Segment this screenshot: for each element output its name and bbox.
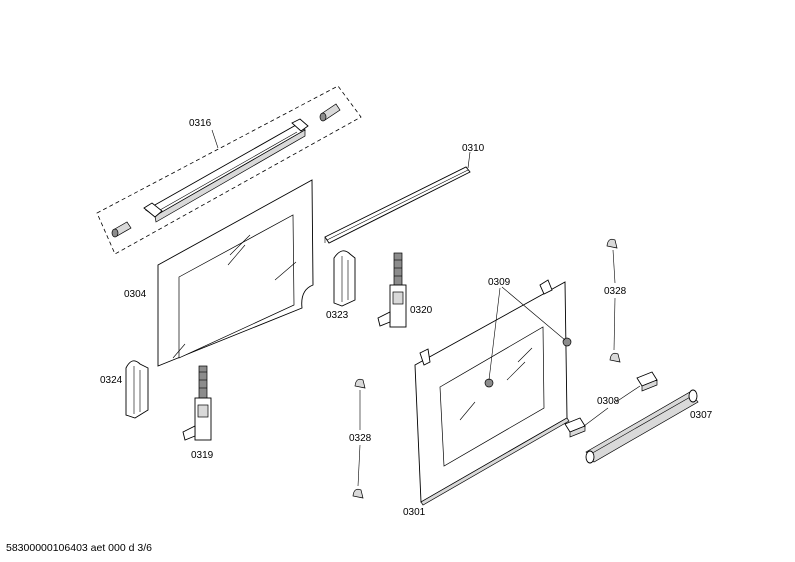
- leader-0309-a: [488, 287, 501, 381]
- outer-door-0301: [414, 279, 572, 506]
- label-0319: 0319: [191, 450, 214, 461]
- label-0324: 0324: [100, 375, 123, 386]
- label-0308: 0308: [597, 396, 620, 407]
- leader-0309-b: [501, 286, 566, 341]
- label-0316: 0316: [189, 118, 212, 129]
- label-0320: 0320: [410, 305, 433, 316]
- clip-set-0328-upper: [606, 238, 621, 363]
- inner-glass-0304: [157, 179, 314, 367]
- label-0309: 0309: [488, 277, 511, 288]
- clip-set-0328-lower: [352, 378, 366, 499]
- document-id-footer: 58300000106403 aet 000 d 3/6: [6, 542, 152, 554]
- hinge-0319: [182, 365, 212, 441]
- label-0310: 0310: [462, 143, 485, 154]
- label-0307: 0307: [690, 410, 713, 421]
- leader-0316: [211, 129, 219, 149]
- strip-0310: [324, 166, 471, 244]
- blocks-0308: [564, 371, 658, 438]
- bracket-0324: [125, 360, 149, 419]
- label-0304: 0304: [124, 289, 147, 300]
- label-0301: 0301: [403, 507, 426, 518]
- handle-assembly-0316: [96, 85, 362, 255]
- hinge-0320: [377, 252, 407, 328]
- rod-0307: [585, 389, 699, 464]
- label-0328-lower: 0328: [349, 433, 372, 444]
- label-0328-upper: 0328: [604, 286, 627, 297]
- label-0323: 0323: [326, 310, 349, 321]
- leader-0310: [467, 151, 471, 169]
- bracket-0323: [333, 250, 356, 307]
